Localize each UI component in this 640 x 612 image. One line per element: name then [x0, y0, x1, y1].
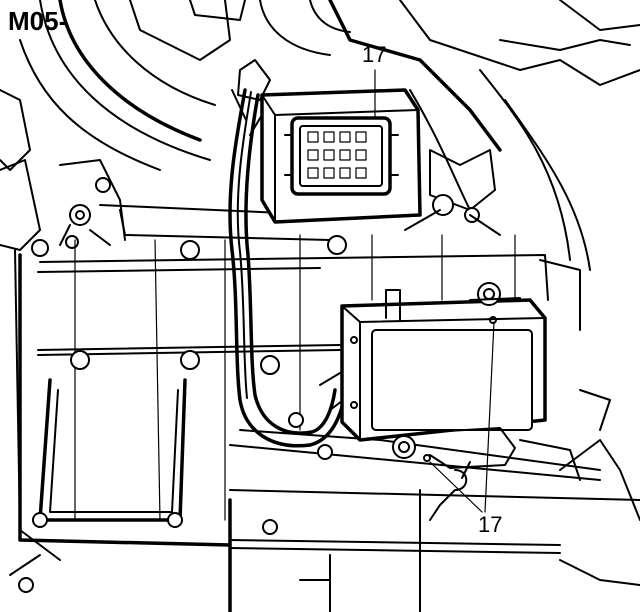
- callout-label-connector: 17: [362, 42, 387, 67]
- lower-duct-frame: [32, 378, 187, 528]
- heater-case: [18, 234, 640, 612]
- electrical-connector: [260, 88, 422, 224]
- control-module: [340, 282, 547, 521]
- left-frame: [0, 159, 331, 593]
- blower-housing: [0, 0, 640, 271]
- connector-pins: [307, 131, 367, 179]
- callout-label-module: 17: [478, 512, 503, 537]
- figure-code: M05-: [8, 6, 68, 36]
- callout-leaders: [374, 69, 495, 513]
- wiring-harness: [228, 59, 351, 460]
